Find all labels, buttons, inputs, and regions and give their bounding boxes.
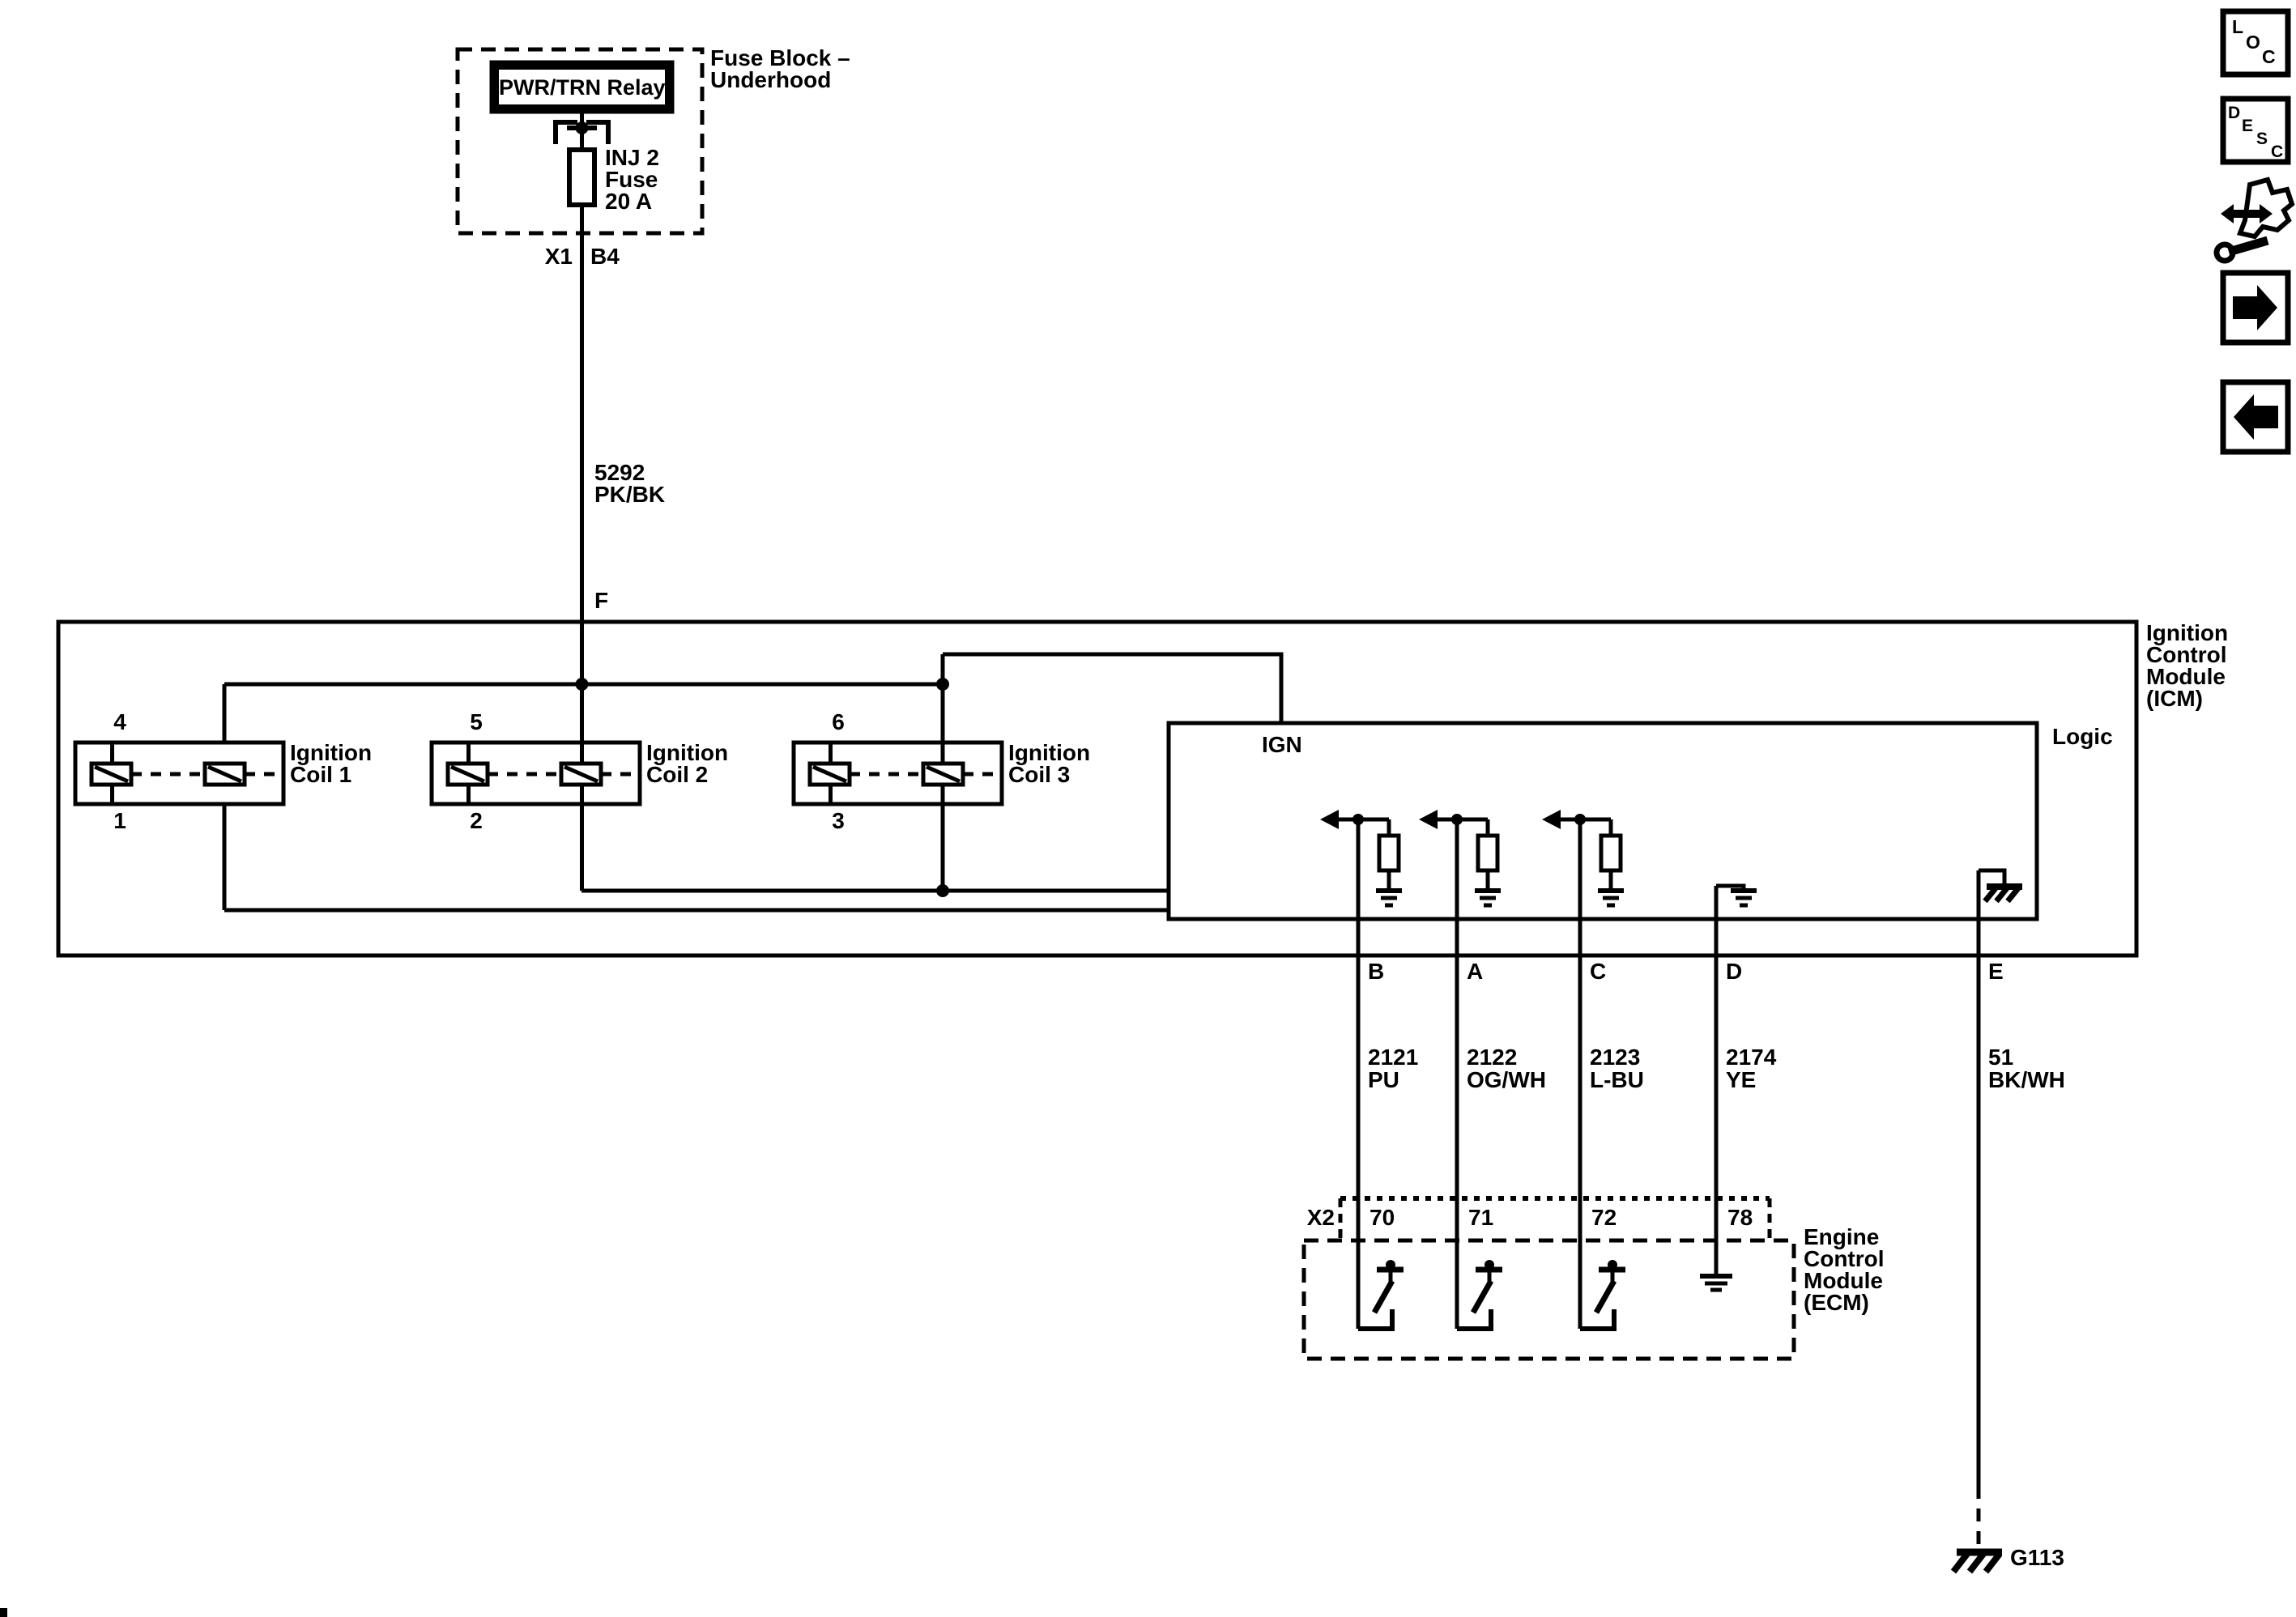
desc-letter-e: E <box>2242 117 2254 135</box>
inj2-fuse-symbol <box>567 147 597 207</box>
wire-b-color: PU <box>1368 1067 1399 1092</box>
left-arrow-icon <box>2234 394 2278 440</box>
icm-internal-wiring <box>222 622 1284 913</box>
right-arrow-icon <box>2233 285 2277 330</box>
ecm-pin-72: 72 <box>1591 1205 1617 1230</box>
wire-e-number: 51 <box>1988 1045 2014 1070</box>
ecm-connector-x2: X2 <box>1306 1205 1335 1230</box>
pwr-trn-relay-label: PWR/TRN Relay <box>499 75 666 100</box>
fuse-block-label-line2: Underhood <box>710 67 832 92</box>
coil1-pin-top: 4 <box>113 709 126 734</box>
wire-d-number: 2174 <box>1726 1045 1777 1070</box>
icm-pin-b: B <box>1368 959 1385 984</box>
icm-pin-c: C <box>1590 959 1607 984</box>
wire-c-number: 2123 <box>1590 1045 1641 1070</box>
wire-b-number: 2121 <box>1368 1045 1419 1070</box>
desc-letter-d: D <box>2228 104 2241 122</box>
icm-box <box>56 619 2139 958</box>
loc-letter-l: L <box>2232 16 2244 37</box>
ecm-driver-70 <box>1358 1260 1404 1331</box>
fuse-rating: 20 A <box>605 189 653 214</box>
coil2-pin-top: 5 <box>470 709 483 734</box>
coil3-pin-top: 6 <box>832 709 845 734</box>
ecm-title-line2: Control <box>1804 1246 1885 1271</box>
ign-driver-c <box>1542 810 1624 1329</box>
page-corner-mark <box>0 1608 7 1617</box>
ecm-pin-70: 70 <box>1370 1205 1395 1230</box>
fuse-block-label-line1: Fuse Block – <box>710 45 850 70</box>
g113-ground-symbol <box>1950 1486 2003 1574</box>
icm-pin-a: A <box>1467 959 1484 984</box>
ecm-box <box>1301 1196 1796 1361</box>
g113-label: G113 <box>2010 1545 2064 1570</box>
feed-wire-color: PK/BK <box>594 482 666 507</box>
coil3-name-line2: Coil 3 <box>1008 762 1071 787</box>
coil2-pin-bottom: 2 <box>470 808 483 833</box>
ecm-pin-78: 78 <box>1727 1205 1753 1230</box>
fuse-block-connector-x1: X1 <box>544 244 573 269</box>
desc-letter-c: C <box>2271 143 2284 161</box>
coil2-name-line1: Ignition <box>646 740 729 765</box>
logic-label: Logic <box>2052 724 2113 749</box>
coil1-name-line1: Ignition <box>290 740 373 765</box>
ign-box-label: IGN <box>1262 732 1302 757</box>
icm-pin-d: D <box>1726 959 1743 984</box>
ignition-coil-2-symbol <box>429 740 642 806</box>
coil3-name-line1: Ignition <box>1008 740 1091 765</box>
pwr-trn-relay-box <box>489 60 675 114</box>
ign-driver-b <box>1320 810 1402 1329</box>
icm-title-line1: Ignition <box>2146 620 2229 645</box>
ecm-driver-71 <box>1457 1260 1502 1331</box>
feed-circuit-number: 5292 <box>594 460 645 485</box>
icm-title-line4: (ICM) <box>2146 686 2203 711</box>
ign-logic-box <box>1166 721 2039 921</box>
wire-c-color: L-BU <box>1590 1067 1644 1092</box>
coil3-pin-bottom: 3 <box>832 808 845 833</box>
ecm-pin-78-ground <box>1700 1274 1732 1292</box>
loc-button[interactable] <box>2220 8 2291 78</box>
loc-letter-c: C <box>2262 46 2276 67</box>
fuse-block-pin-b4: B4 <box>590 244 620 269</box>
ignition-coil-1-symbol <box>73 740 286 806</box>
coil2-name-line2: Coil 2 <box>646 762 709 787</box>
ecm-driver-72 <box>1580 1260 1625 1331</box>
ignition-coil-3-symbol <box>791 740 1004 806</box>
icm-title-line3: Module <box>2146 664 2226 689</box>
ign-pin-d-ground <box>1714 883 1757 1276</box>
ign-pin-e-ground <box>1976 868 2022 1486</box>
icm-pin-e: E <box>1988 959 2004 984</box>
ecm-title-line4: (ECM) <box>1804 1290 1869 1315</box>
fuse-block-underhood <box>455 47 705 622</box>
wire-a-color: OG/WH <box>1467 1067 1546 1092</box>
relay-output-terminal <box>553 120 611 144</box>
ecm-pin-71: 71 <box>1468 1205 1494 1230</box>
ecm-title-line1: Engine <box>1804 1224 1880 1249</box>
back-arrow-button[interactable] <box>2220 379 2291 455</box>
next-arrow-button[interactable] <box>2220 270 2291 346</box>
wire-d-color: YE <box>1726 1067 1757 1092</box>
desc-letter-s: S <box>2256 130 2268 148</box>
fuse-name-line2: Fuse <box>605 167 658 192</box>
ign-driver-a <box>1419 810 1501 1329</box>
loc-letter-o: O <box>2246 32 2260 53</box>
desc-button[interactable] <box>2220 96 2291 165</box>
repair-wrench-icon[interactable] <box>2213 177 2295 264</box>
fuse-name-line1: INJ 2 <box>605 145 659 170</box>
icm-pin-f: F <box>594 588 609 613</box>
coil1-name-line2: Coil 1 <box>290 762 352 787</box>
icm-title-line2: Control <box>2146 642 2227 667</box>
wire-a-number: 2122 <box>1467 1045 1518 1070</box>
coil1-pin-bottom: 1 <box>113 808 126 833</box>
wire-e-color: BK/WH <box>1988 1067 2065 1092</box>
ecm-title-line3: Module <box>1804 1268 1883 1293</box>
